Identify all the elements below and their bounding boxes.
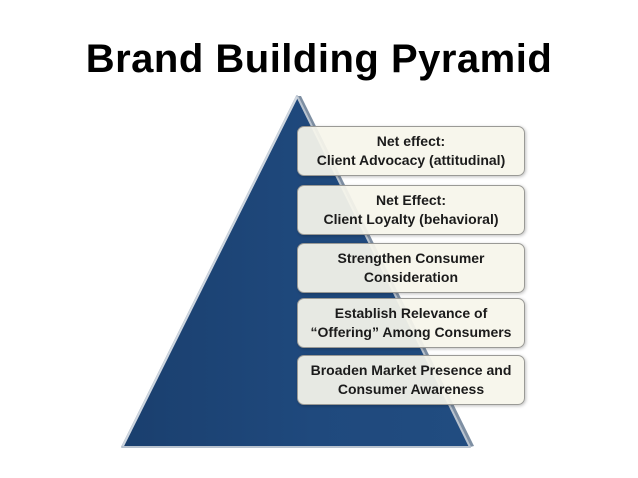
pyramid-level-loyalty: Net Effect: Client Loyalty (behavioral) (297, 185, 525, 235)
pyramid-level-label: Establish Relevance of “Offering” Among … (310, 305, 512, 340)
pyramid-left-edge (122, 96, 298, 447)
pyramid-level-label: Net effect: Client Advocacy (attitudinal… (316, 133, 506, 168)
pyramid-level-relevance: Establish Relevance of “Offering” Among … (297, 298, 525, 348)
pyramid-level-label: Broaden Market Presence and Consumer Awa… (310, 362, 512, 397)
pyramid-level-awareness: Broaden Market Presence and Consumer Awa… (297, 355, 525, 405)
slide-title: Brand Building Pyramid (85, 37, 553, 81)
pyramid-level-consideration: Strengthen Consumer Consideration (297, 243, 525, 293)
pyramid-level-label: Strengthen Consumer Consideration (337, 250, 485, 285)
pyramid-level-advocacy: Net effect: Client Advocacy (attitudinal… (297, 126, 525, 176)
pyramid-level-label: Net Effect: Client Loyalty (behavioral) (323, 192, 499, 227)
